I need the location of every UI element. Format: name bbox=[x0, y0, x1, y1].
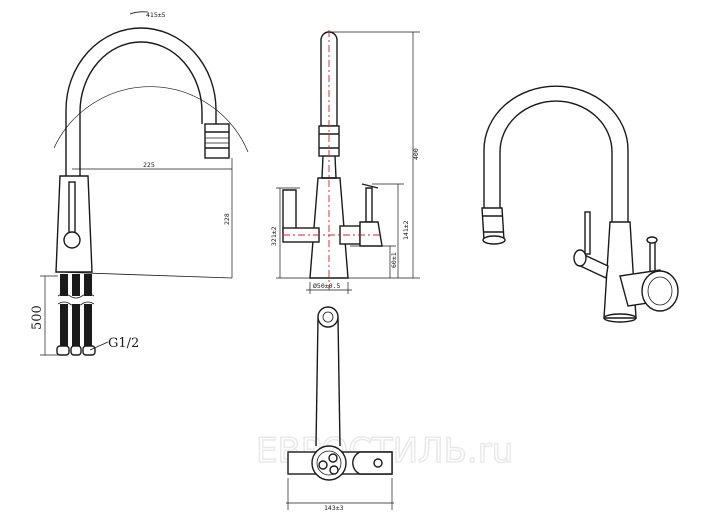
top-handle bbox=[352, 451, 393, 475]
front-view: 400 321±2 141±2 60±1 Ø50±0.5 bbox=[270, 30, 420, 294]
front-spout bbox=[320, 31, 338, 127]
faucet-body bbox=[55, 175, 93, 273]
iso-left-lever bbox=[584, 211, 591, 255]
arc-radius-mark bbox=[129, 11, 149, 15]
side-lever-knob bbox=[63, 231, 81, 249]
front-left-lever bbox=[282, 189, 297, 233]
top-view: 143±3 bbox=[286, 306, 394, 512]
iso-spout-inner bbox=[499, 100, 613, 222]
arc-radius-line bbox=[53, 86, 249, 153]
top-port-2 bbox=[328, 453, 338, 463]
iso-spout-outer bbox=[483, 85, 629, 222]
handle-height-label: 141±2 bbox=[402, 220, 410, 240]
base-diameter-label: Ø50±0.5 bbox=[313, 282, 340, 290]
top-spout bbox=[315, 317, 341, 447]
top-port-1 bbox=[318, 460, 328, 470]
lever-height-label: 321±2 bbox=[270, 226, 278, 246]
thread-label: G1/2 bbox=[108, 336, 139, 351]
hose-length-label: 500 bbox=[30, 305, 45, 330]
iso-spray-head bbox=[481, 207, 505, 241]
top-spout-end bbox=[317, 306, 339, 328]
spout-outer-curve bbox=[65, 27, 217, 176]
side-view: 415±5 225 228 500 bbox=[30, 11, 249, 356]
hose-middle bbox=[72, 274, 80, 346]
fitting-right bbox=[82, 345, 96, 356]
fitting-middle bbox=[70, 345, 82, 356]
top-port-3 bbox=[329, 465, 339, 475]
spout-height-label: 228 bbox=[223, 213, 231, 225]
hose-left bbox=[60, 274, 68, 346]
total-height-label: 400 bbox=[412, 148, 420, 160]
top-width-label: 143±3 bbox=[324, 504, 344, 512]
hose-right bbox=[84, 274, 92, 346]
arc-radius-label: 415±5 bbox=[146, 11, 166, 19]
base-height-label: 60±1 bbox=[390, 252, 398, 268]
reach-label: 225 bbox=[143, 161, 155, 169]
spout-inner-curve bbox=[79, 41, 203, 176]
isometric-view bbox=[481, 85, 679, 323]
front-right-handle bbox=[359, 221, 383, 247]
front-right-lever bbox=[365, 187, 373, 223]
fitting-left bbox=[56, 345, 70, 356]
iso-right-handle-cap bbox=[641, 270, 679, 312]
spray-head bbox=[204, 123, 230, 159]
